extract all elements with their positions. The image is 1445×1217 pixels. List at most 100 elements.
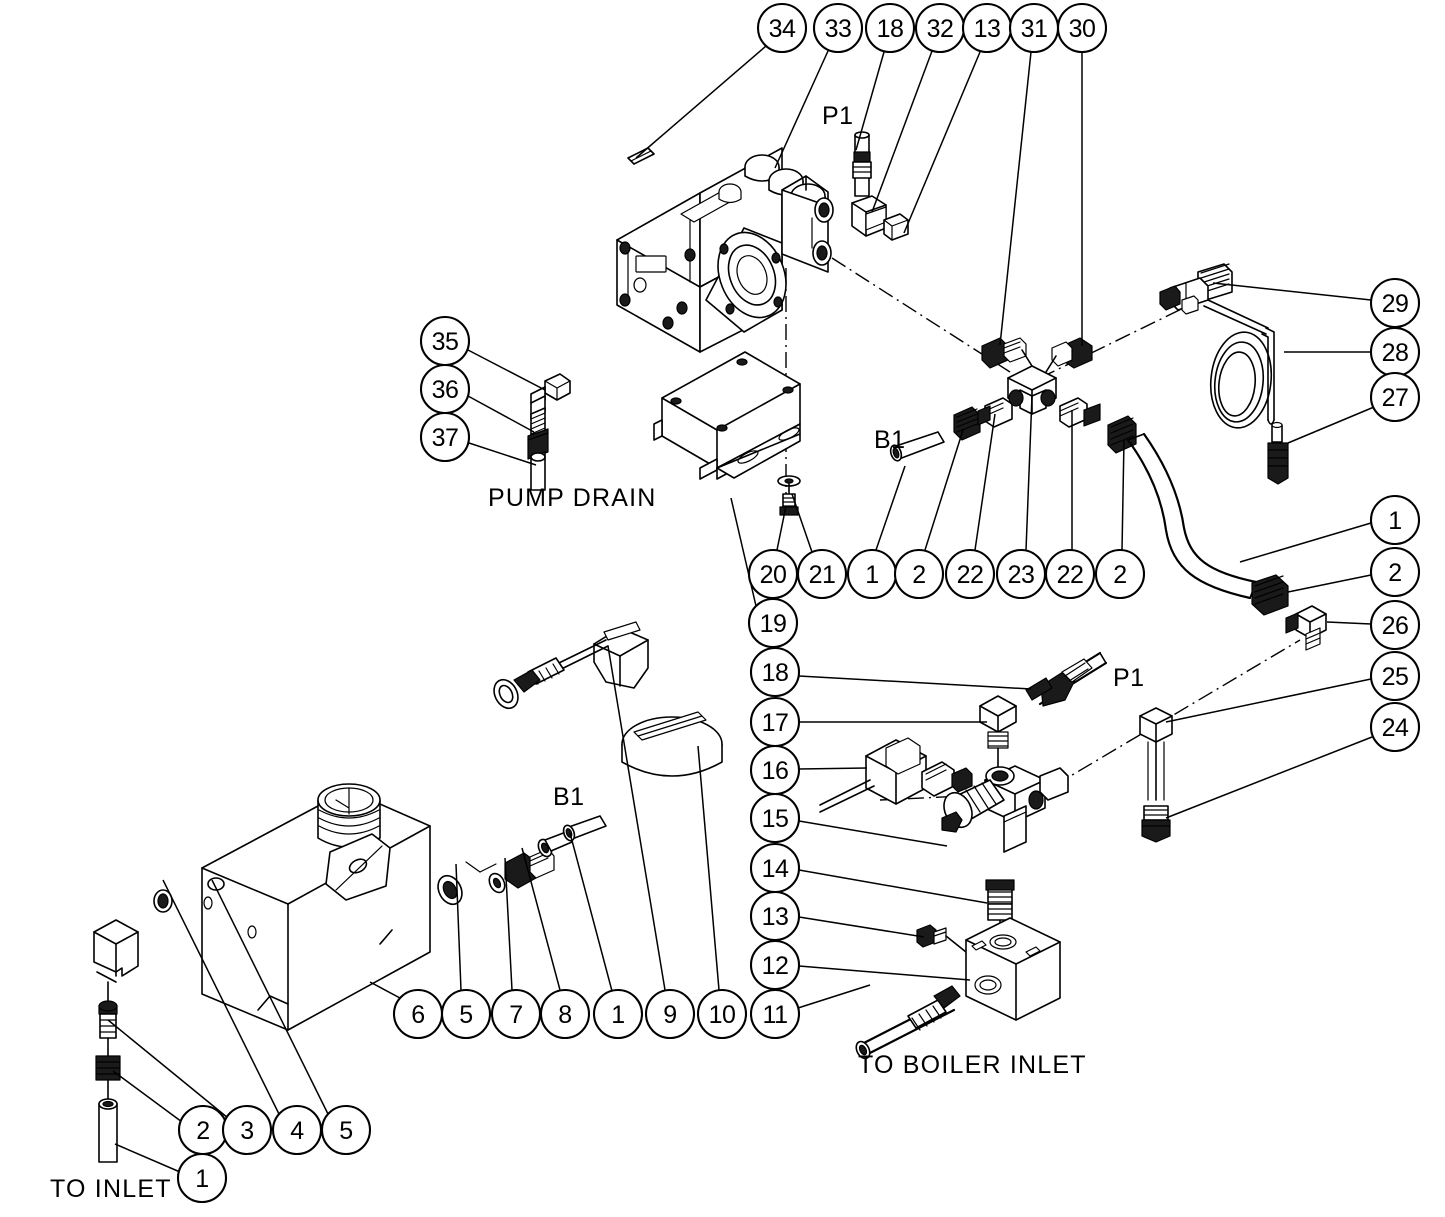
leader-18: [798, 675, 1032, 690]
leader-29: [1212, 282, 1372, 301]
balloon-b-24[interactable]: 24: [1369, 701, 1421, 753]
balloon-number: 15: [762, 805, 789, 833]
balloon-b-19[interactable]: 19: [747, 597, 799, 649]
balloon-b-36[interactable]: 36: [419, 363, 471, 415]
balloon-b-13b[interactable]: 13: [749, 890, 801, 942]
balloon-circle: [644, 988, 696, 1040]
balloon-b-2c[interactable]: 2: [177, 1104, 229, 1156]
balloon-b-18b[interactable]: 18: [749, 646, 801, 698]
balloon-b-1r[interactable]: 1: [1369, 494, 1421, 546]
street-elbow-part: [1285, 605, 1327, 651]
plug-fitting-part: [916, 924, 967, 953]
balloon-b-30[interactable]: 30: [1056, 2, 1108, 54]
leader-12: [798, 965, 971, 981]
balloon-circle: [539, 988, 591, 1040]
leader-20: [776, 505, 787, 551]
balloon-b-27[interactable]: 27: [1369, 371, 1421, 423]
balloon-b-15[interactable]: 15: [749, 792, 801, 844]
balloon-number: 19: [760, 610, 787, 638]
balloon-b-3[interactable]: 3: [221, 1104, 273, 1156]
balloon-b-18[interactable]: 18: [864, 2, 916, 54]
balloon-number: 33: [825, 15, 852, 43]
p1-hose-top: [852, 131, 872, 197]
leader-4: [162, 879, 281, 1117]
balloon-number: 12: [762, 952, 789, 980]
label-b1-lower: B1: [553, 783, 585, 811]
balloon-b-14[interactable]: 14: [749, 842, 801, 894]
tank-fitting-group: [437, 815, 607, 906]
balloon-b-1a[interactable]: 1: [846, 548, 898, 600]
leader-2: [1121, 439, 1125, 551]
balloon-circle: [796, 548, 848, 600]
balloon-b-11[interactable]: 11: [749, 988, 801, 1040]
balloon-b-2r[interactable]: 2: [1369, 546, 1421, 598]
balloon-b-37[interactable]: 37: [419, 411, 471, 463]
balloon-circle: [893, 548, 945, 600]
balloon-b-22b[interactable]: 22: [1044, 548, 1096, 600]
balloon-b-17[interactable]: 17: [749, 696, 801, 748]
balloon-number: 26: [1382, 612, 1409, 640]
balloon-number: 4: [290, 1117, 304, 1145]
curved-hose-right: [1126, 432, 1289, 616]
balloon-number: 20: [760, 561, 787, 589]
balloon-circle: [1044, 548, 1096, 600]
balloon-b-33[interactable]: 33: [812, 2, 864, 54]
balloon-b-21[interactable]: 21: [796, 548, 848, 600]
balloon-number: 25: [1382, 663, 1409, 691]
mounting-bracket-part: [653, 351, 801, 480]
balloon-b-22a[interactable]: 22: [944, 548, 996, 600]
balloon-number: 18: [877, 15, 904, 43]
balloon-b-9[interactable]: 9: [644, 988, 696, 1040]
balloon-b-6[interactable]: 6: [392, 988, 444, 1040]
balloon-b-29[interactable]: 29: [1369, 277, 1421, 329]
balloon-circle: [864, 2, 916, 54]
balloon-b-10[interactable]: 10: [696, 988, 748, 1040]
balloon-b-23[interactable]: 23: [995, 548, 1047, 600]
balloon-b-35[interactable]: 35: [419, 315, 471, 367]
leader-37: [468, 442, 537, 466]
balloon-number: 17: [762, 709, 789, 737]
balloon-circle: [747, 597, 799, 649]
balloon-b-2a[interactable]: 2: [893, 548, 945, 600]
balloon-b-25[interactable]: 25: [1369, 650, 1421, 702]
pump-bearing-housing: [705, 227, 787, 333]
balloon-b-12[interactable]: 12: [749, 939, 801, 991]
balloon-b-5[interactable]: 5: [440, 988, 492, 1040]
balloon-number: 11: [763, 1001, 788, 1029]
balloon-b-32[interactable]: 32: [914, 2, 966, 54]
balloon-b-31[interactable]: 31: [1008, 2, 1060, 54]
leader-6: [369, 981, 401, 999]
tank-cap-part: [621, 711, 723, 777]
leader-15: [798, 820, 948, 847]
balloon-number: 29: [1382, 290, 1409, 318]
balloon-number: 14: [762, 855, 789, 883]
balloon-b-20[interactable]: 20: [747, 548, 799, 600]
balloon-circle: [176, 1152, 228, 1204]
leader-23: [1025, 395, 1033, 551]
balloon-number: 1: [865, 561, 878, 589]
balloon-b-1c[interactable]: 1: [176, 1152, 228, 1204]
balloon-number: 13: [762, 903, 789, 931]
leader-35: [467, 349, 546, 391]
balloon-b-8[interactable]: 8: [539, 988, 591, 1040]
balloon-circle: [419, 411, 471, 463]
balloon-b-13[interactable]: 13: [961, 2, 1013, 54]
balloon-b-16[interactable]: 16: [749, 744, 801, 796]
male-connector-part: [985, 879, 1015, 939]
leader-lines: [107, 45, 1375, 1173]
balloon-circle: [1369, 371, 1421, 423]
balloon-b-7[interactable]: 7: [490, 988, 542, 1040]
balloon-b-4[interactable]: 4: [271, 1104, 323, 1156]
balloon-b-5b[interactable]: 5: [320, 1104, 372, 1156]
balloon-b-1b[interactable]: 1: [592, 988, 644, 1040]
balloon-circle: [812, 2, 864, 54]
balloon-b-26[interactable]: 26: [1369, 599, 1421, 651]
balloon-number: 2: [1388, 559, 1401, 587]
balloon-circle: [1094, 548, 1146, 600]
balloon-b-34[interactable]: 34: [756, 2, 808, 54]
balloon-b-28[interactable]: 28: [1369, 326, 1421, 378]
balloon-b-2b[interactable]: 2: [1094, 548, 1146, 600]
leader-13: [798, 916, 925, 938]
balloon-number: 27: [1382, 384, 1409, 412]
